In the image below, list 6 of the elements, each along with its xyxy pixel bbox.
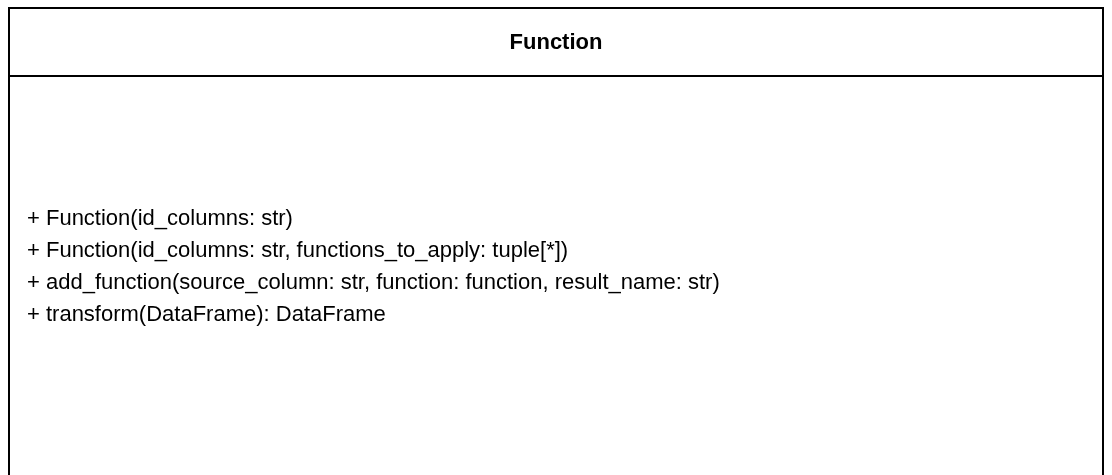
class-box xyxy=(8,7,1104,475)
class-name: Function xyxy=(509,29,603,55)
method-signature: + transform(DataFrame): DataFrame xyxy=(27,300,387,328)
method-signature: + Function(id_columns: str) xyxy=(27,204,294,232)
method-signature: + Function(id_columns: str, functions_to_apply: tuple[*]) xyxy=(27,236,570,264)
method-signature: + add_function(source_column: str, function: function, result_name: str) xyxy=(27,268,721,296)
